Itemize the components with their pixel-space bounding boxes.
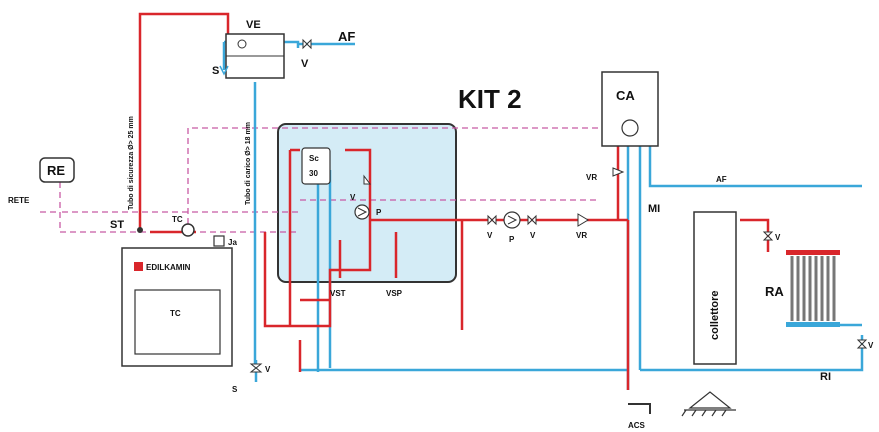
valve-icon[interactable]	[762, 231, 774, 241]
v-ra-bottom-label: V	[868, 341, 874, 350]
ja-box	[213, 235, 225, 247]
v-kit-label: V	[350, 193, 356, 202]
collettore-box	[693, 211, 737, 365]
af-right-label: AF	[716, 175, 727, 184]
check-valve-icon[interactable]	[577, 213, 589, 227]
valve-icon[interactable]	[302, 38, 312, 50]
signal-lines	[40, 127, 600, 233]
valve-icon[interactable]	[856, 339, 868, 349]
vr-ca-label: VR	[586, 173, 597, 182]
s-top-label: S	[212, 65, 219, 77]
ground-symbol-icon	[681, 391, 736, 417]
vsp-label: VSP	[386, 289, 403, 298]
s-bottom-label: S	[232, 385, 238, 394]
ja-label: Ja	[228, 238, 237, 247]
re-box	[39, 157, 75, 183]
af-top-label: AF	[338, 29, 355, 44]
v-top-label: V	[301, 58, 309, 70]
boiler-inner	[134, 289, 221, 355]
acs-label: ACS	[628, 421, 646, 430]
arrow-down-icon	[219, 65, 229, 76]
p-kit-label: P	[376, 208, 382, 217]
mi-label: MI	[648, 203, 660, 215]
tc-sensor-label: TC	[172, 215, 183, 224]
st-sensor-icon	[137, 227, 143, 233]
tc-boiler-label: TC	[170, 309, 181, 318]
valve-icon[interactable]	[527, 214, 537, 226]
sc-tank	[301, 147, 331, 185]
sc-number: 30	[309, 169, 318, 178]
check-valve-icon[interactable]	[363, 174, 371, 185]
v-boiler-label: V	[265, 365, 271, 374]
float-icon	[237, 39, 247, 49]
ra-label: RA	[765, 284, 784, 299]
ca-label: CA	[616, 88, 635, 103]
valve-icon[interactable]	[487, 214, 497, 226]
ri-label: RI	[820, 371, 831, 383]
v-right-label: V	[530, 231, 536, 240]
check-valve-icon[interactable]	[612, 167, 625, 177]
diagram-title: KIT 2	[458, 84, 522, 114]
brand-label: EDILKAMIN	[146, 263, 191, 272]
sc-label: Sc	[309, 154, 319, 163]
radiator-icon	[786, 250, 840, 327]
vr-main-label: VR	[576, 231, 587, 240]
collettore-label: collettore	[709, 290, 721, 340]
valve-icon[interactable]	[249, 363, 263, 373]
st-label: ST	[110, 219, 124, 231]
v-left-label: V	[487, 231, 493, 240]
tubo-carico-label: Tubo di carico Ø> 18 mm	[245, 122, 252, 205]
pump-icon[interactable]	[503, 211, 521, 229]
tap-icon	[628, 403, 651, 414]
brand-logo-icon	[134, 262, 143, 271]
vst-label: VST	[330, 289, 346, 298]
p-main-label: P	[509, 235, 515, 244]
v-ra-top-label: V	[775, 233, 781, 242]
rete-label: RETE	[8, 196, 30, 205]
ve-label: VE	[246, 19, 261, 31]
re-label: RE	[47, 163, 65, 178]
pump-icon	[621, 119, 639, 137]
tubo-sicurezza-label: Tubo di sicurezza Ø> 25 mm	[128, 116, 135, 210]
tc-sensor-icon	[181, 223, 195, 237]
